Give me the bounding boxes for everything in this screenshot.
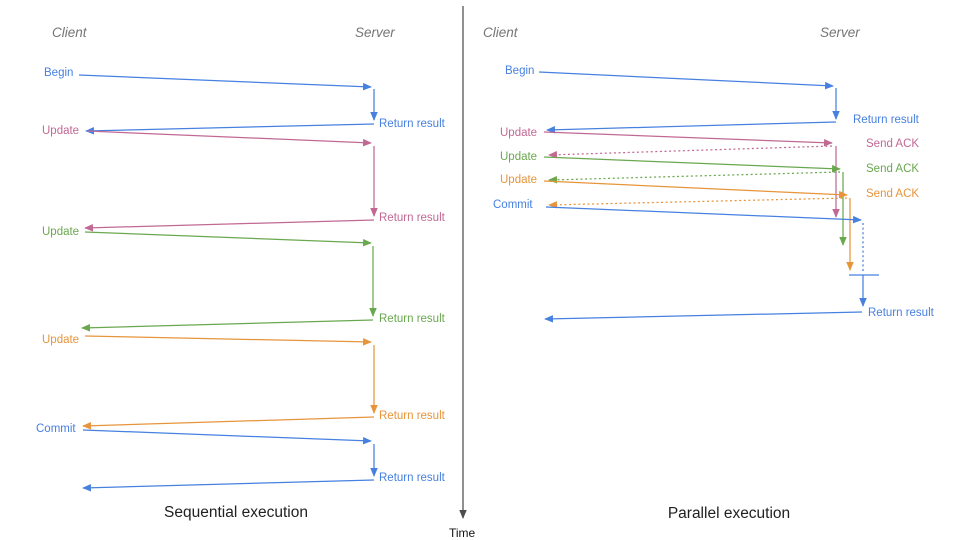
client-column-header-sequential: Client (52, 25, 87, 40)
reply-label-sequential-update-2: Return result (379, 313, 445, 325)
reply-label-sequential-commit-4: Return result (379, 472, 445, 484)
reply-arrow-sequential-commit-4 (82, 479, 375, 492)
message-label-sequential-update-1: Update (42, 125, 80, 137)
request-arrow-sequential-commit-4 (82, 429, 372, 445)
reply-label-sequential-begin-0: Return result (379, 118, 445, 130)
caption-sequential-execution: Sequential execution (164, 504, 308, 521)
request-arrow-sequential-begin-0 (78, 74, 372, 91)
message-label-parallel-begin-0: Begin (505, 65, 535, 77)
message-label-parallel-update-1: Update (500, 127, 538, 139)
reply-arrow-sequential-update-1 (84, 219, 375, 232)
reply-label-parallel-commit-4: Return result (868, 307, 934, 319)
request-arrow-parallel-commit-4 (545, 206, 862, 224)
reply-label-parallel-update-3: Send ACK (866, 188, 920, 200)
reply-arrow-parallel-update-2 (548, 171, 841, 184)
request-arrow-sequential-update-1 (86, 130, 372, 147)
server-column-header-sequential: Server (355, 25, 395, 40)
request-arrow-parallel-begin-0 (538, 71, 834, 90)
reply-arrow-sequential-update-2 (81, 319, 374, 332)
message-label-sequential-update-3: Update (42, 334, 80, 346)
message-label-sequential-commit-4: Commit (36, 423, 76, 435)
reply-arrow-sequential-update-3 (82, 416, 375, 430)
message-label-parallel-update-3: Update (500, 174, 538, 186)
reply-arrow-sequential-begin-0 (85, 123, 375, 135)
reply-label-parallel-update-1: Send ACK (866, 138, 920, 150)
request-arrow-parallel-update-1 (543, 131, 833, 147)
reply-arrow-parallel-begin-0 (546, 121, 837, 134)
client-column-header-parallel: Client (483, 25, 518, 40)
message-label-sequential-update-2: Update (42, 226, 80, 238)
request-arrow-sequential-update-3 (84, 335, 372, 346)
caption-parallel-execution: Parallel execution (667, 505, 791, 522)
reply-label-parallel-begin-0: Return result (853, 114, 919, 126)
reply-label-sequential-update-3: Return result (379, 410, 445, 422)
request-arrow-parallel-update-3 (543, 180, 848, 199)
server-column-header-parallel: Server (820, 25, 860, 40)
request-arrow-parallel-update-2 (543, 156, 841, 173)
message-label-parallel-commit-4: Commit (493, 199, 533, 211)
message-label-parallel-update-2: Update (500, 151, 538, 163)
reply-arrow-parallel-commit-4 (544, 311, 863, 323)
time-axis-label: Time (449, 526, 476, 540)
reply-label-sequential-update-1: Return result (379, 212, 445, 224)
message-label-sequential-begin-0: Begin (44, 67, 74, 79)
reply-arrow-parallel-update-1 (548, 145, 833, 159)
request-arrow-sequential-update-2 (84, 231, 372, 247)
reply-label-parallel-update-2: Send ACK (866, 163, 920, 175)
reply-arrow-parallel-update-3 (548, 197, 848, 209)
